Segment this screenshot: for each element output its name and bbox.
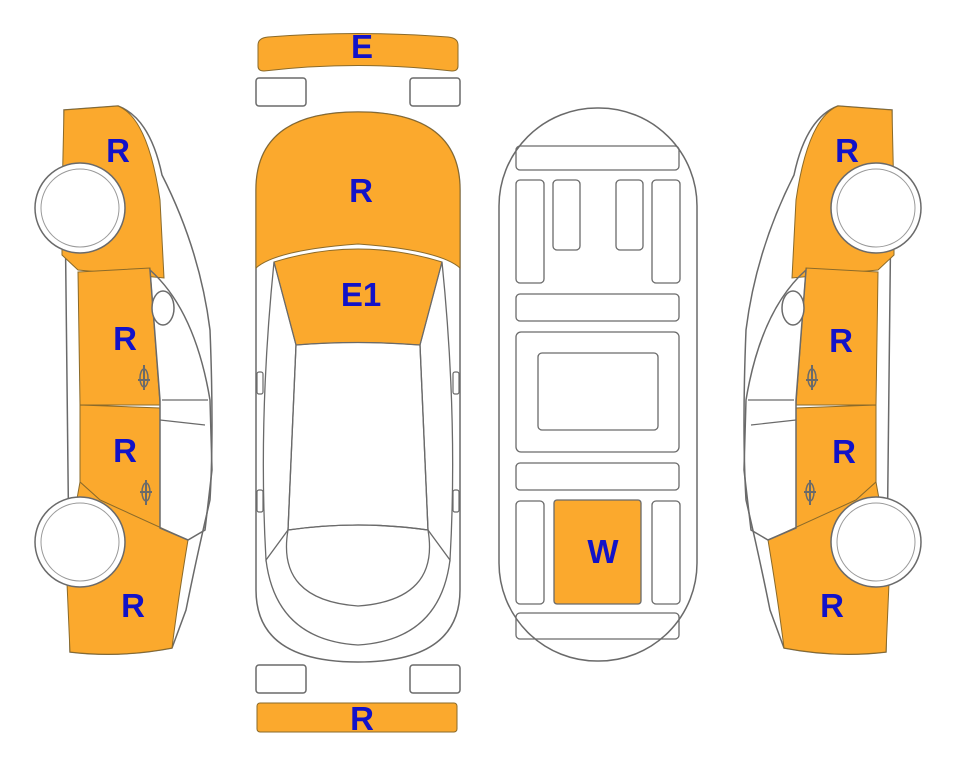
front-bumper-label: E [351,28,373,65]
left-mirror-top [256,371,264,395]
top-left-window [262,261,297,562]
underbody-center-frame [515,331,680,453]
right-rear-quarter-label: R [820,587,844,624]
right-front-door-label: R [829,322,853,359]
underbody-view: W [498,107,698,662]
left-taillight [255,664,307,694]
underbody-front-right-rail [651,179,681,284]
underbody-front-right-mount [615,179,644,251]
floor-panel[interactable] [553,499,642,605]
underbody-front-bar [515,145,680,171]
underbody-center-panel [537,352,659,431]
underbody-rear-left-rail [515,500,545,605]
right-side-view: R R R R [743,105,922,656]
underbody-front-left-rail [515,179,545,284]
floor-panel-label: W [587,533,619,570]
top-right-window [419,261,454,562]
left-side-view: R R R R [34,105,213,656]
top-view: E R E1 R [255,28,461,737]
hood-label: R [349,172,373,209]
left-rear-quarter-label: R [121,587,145,624]
trunk-outline [265,559,451,646]
underbody-front-left-mount [552,179,581,251]
left-rear-door-label: R [113,432,137,469]
rear-window [285,524,431,607]
hood-panel[interactable] [255,111,461,270]
left-front-fender-label: R [106,132,130,169]
underbody-rear-right-rail [651,500,681,605]
underbody-crossmember-rear [515,462,680,491]
right-taillight [409,664,461,694]
underbody-outline [498,107,698,662]
left-headlight [255,77,307,107]
rear-bumper-label: R [350,700,374,737]
underbody-rear-bar [515,612,680,640]
underbody-crossmember-front [515,293,680,322]
left-front-door-label: R [113,320,137,357]
right-handle-top [452,489,460,513]
rear-bumper-panel[interactable] [256,702,458,733]
right-headlight [409,77,461,107]
left-handle-top [256,489,264,513]
front-bumper-panel[interactable] [257,33,459,72]
right-rear-door-label: R [832,433,856,470]
windshield-label: E1 [341,276,381,313]
right-front-fender-label: R [835,132,859,169]
right-mirror-top [452,371,460,395]
